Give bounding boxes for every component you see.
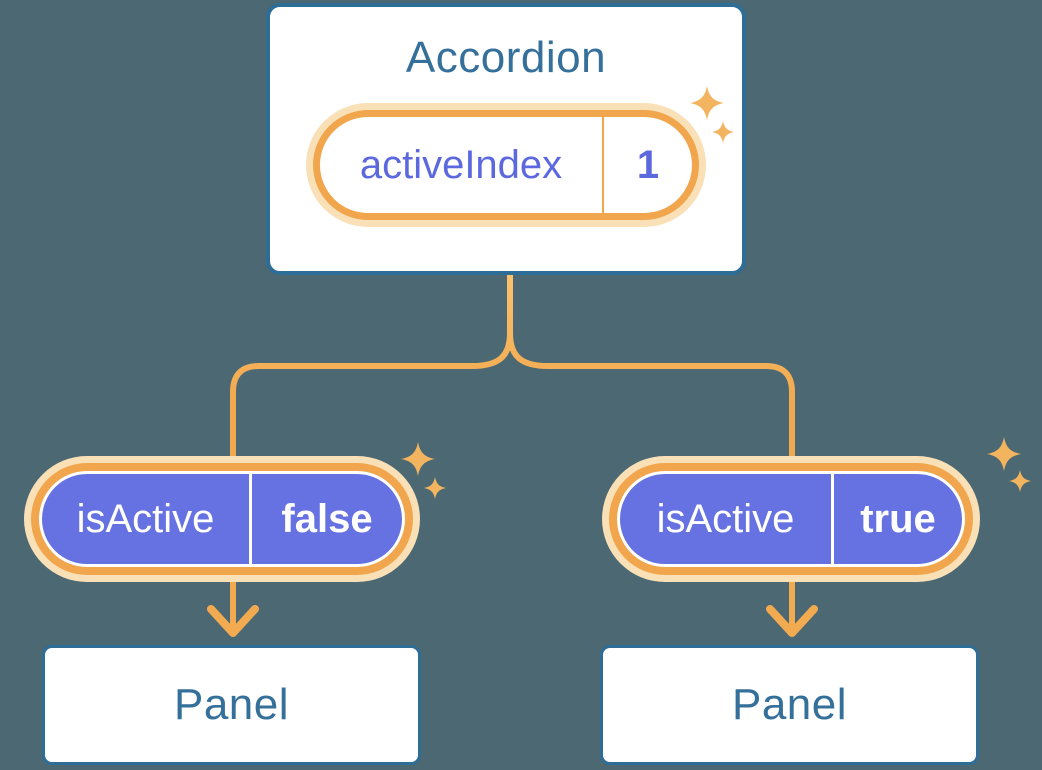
arrowhead-right-icon [766,605,818,637]
prop-pill-ring: isActive false [31,463,413,575]
prop-pill-value: false [281,496,373,541]
sparkle-icon [401,442,435,476]
state-pill-label: activeIndex [359,142,563,187]
prop-pill-body: isActive false [39,471,405,567]
accordion-title: Accordion [405,33,607,82]
prop-pill-isactive-true: isActive true [602,456,980,582]
sparkle-icon [1009,470,1031,492]
connector-left-branch [230,273,513,628]
state-pill-activeindex: activeIndex 1 [306,103,706,227]
sparkle-icon [424,477,446,499]
connector-right-branch [507,273,795,628]
prop-pill-body: isActive true [617,471,965,567]
prop-pill-divider [249,474,252,564]
prop-pill-ring: isActive true [609,463,973,575]
panel-component-card-left: Panel [42,645,421,765]
prop-pill-divider [831,474,834,564]
state-pill-body: activeIndex 1 [313,110,699,220]
prop-pill-label: isActive [656,496,795,541]
sparkle-icon [712,121,734,143]
sparkle-icon [690,86,724,120]
prop-pill-label: isActive [76,496,215,541]
panel-component-card-right: Panel [600,645,979,765]
state-pill-value: 1 [636,142,660,187]
prop-pill-value: true [860,496,936,541]
arrowhead-left-icon [207,605,259,637]
accordion-component-card: Accordion activeIndex 1 [266,3,746,275]
prop-pill-isactive-false: isActive false [24,456,420,582]
state-pill-divider [602,117,604,213]
sparkle-icon [987,437,1021,471]
